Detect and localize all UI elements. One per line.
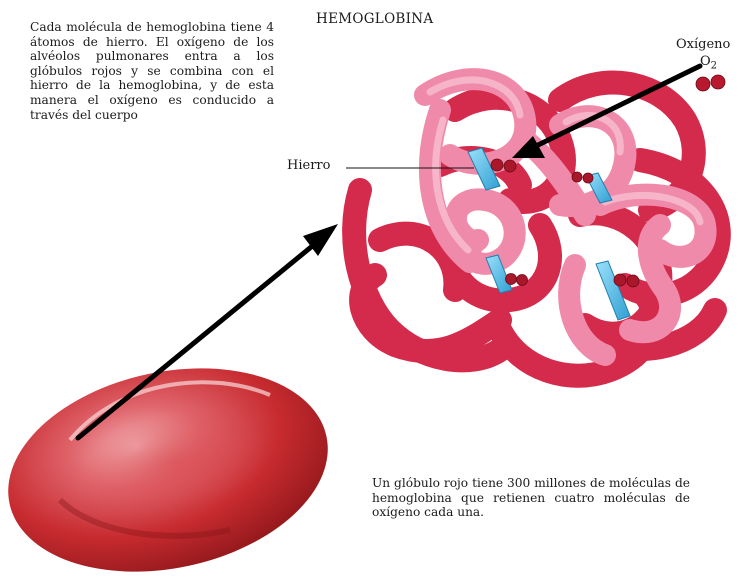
iron-label: Hierro <box>287 159 330 174</box>
intro-text: Cada molécula de hemoglobina tiene 4 áto… <box>30 20 274 122</box>
o2-subscript: 2 <box>711 61 717 72</box>
diagram-title: HEMOGLOBINA <box>316 12 433 27</box>
o2-symbol: O <box>700 54 711 69</box>
red-blood-cell <box>0 340 347 587</box>
o2-label: O2 <box>700 55 717 74</box>
hemoglobin-molecule <box>354 79 719 376</box>
oxygen-label: Oxígeno <box>676 38 730 53</box>
oxygen-molecule-icon <box>696 75 725 91</box>
red-blood-cell-text: Un glóbulo rojo tiene 300 millones de mo… <box>372 476 690 520</box>
